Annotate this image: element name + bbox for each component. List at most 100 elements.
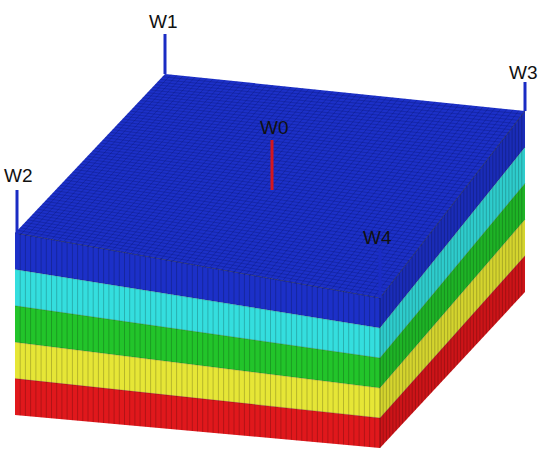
grid-line: [291, 282, 292, 440]
grid-line: [399, 273, 400, 427]
grid-line: [244, 274, 245, 436]
grid-line: [114, 251, 115, 424]
grid-line: [150, 257, 151, 427]
grid-line: [275, 279, 276, 438]
grid-line: [270, 279, 271, 439]
grid-line: [234, 272, 235, 435]
grid-line: [447, 211, 448, 376]
grid-line: [160, 79, 520, 117]
grid-line: [392, 281, 393, 434]
grid-line: [415, 252, 416, 410]
grid-line: [301, 284, 302, 441]
grid-line: [35, 237, 36, 417]
grid-line: [409, 261, 410, 417]
grid-line: [338, 291, 339, 445]
grid-line: [61, 241, 62, 419]
grid-line: [15, 342, 380, 388]
grid-line: [93, 151, 455, 202]
grid-line: [30, 236, 31, 417]
grid-line: [239, 273, 240, 435]
grid-line: [380, 256, 525, 418]
grid-line: [46, 239, 47, 418]
grid-line: [450, 207, 451, 372]
grid-line: [502, 140, 503, 316]
grid-line: [73, 172, 436, 226]
grid-line: [20, 234, 21, 416]
grid-line: [412, 256, 413, 413]
grid-line: [88, 156, 451, 207]
well-label: W2: [4, 166, 33, 185]
grid-line: [51, 240, 52, 419]
grid-line: [25, 235, 26, 416]
grid-line: [312, 286, 313, 442]
grid-line: [207, 267, 208, 432]
grid-line: [124, 253, 125, 425]
grid-line: [140, 255, 141, 426]
grid-line: [483, 165, 484, 337]
grid-line: [98, 248, 99, 423]
grid-line: [405, 265, 406, 421]
grid-line: [155, 258, 156, 428]
grid-line: [41, 238, 42, 418]
grid-line: [327, 289, 328, 444]
grid-line: [369, 296, 370, 447]
grid-line: [93, 247, 94, 422]
grid-line: [138, 103, 499, 145]
grid-line: [218, 269, 219, 433]
grid-line: [129, 253, 130, 425]
grid-line: [15, 379, 380, 418]
grid-line: [25, 222, 390, 285]
grid-line: [150, 90, 511, 130]
grid-line: [386, 290, 387, 441]
grid-line: [496, 148, 497, 323]
grid-line: [187, 264, 188, 431]
grid-line: [486, 161, 487, 334]
grid-line: [431, 232, 432, 393]
grid-line: [153, 87, 513, 126]
grid-line: [254, 276, 255, 437]
grid-line: [140, 101, 501, 143]
grid-line: [476, 173, 477, 344]
grid-line: [296, 283, 297, 440]
grid-line: [85, 159, 448, 211]
grid-line: [103, 249, 104, 423]
grid-line: [441, 219, 442, 382]
grid-line: [128, 114, 489, 158]
grid-line: [322, 288, 323, 443]
grid-line: [265, 278, 266, 438]
grid-line: [444, 215, 445, 379]
grid-line: [55, 191, 419, 249]
grid-line: [457, 198, 458, 364]
grid-line: [192, 265, 193, 431]
grid-line: [38, 209, 402, 270]
grid-line: [333, 290, 334, 444]
grid-line: [359, 294, 360, 446]
grid-line: [470, 182, 471, 351]
grid-line: [380, 220, 525, 388]
grid-line: [163, 77, 523, 114]
grid-line: [467, 186, 468, 355]
layer-face: [380, 220, 525, 418]
grid-line: [108, 250, 109, 424]
grid-line: [228, 271, 229, 434]
grid-line: [15, 306, 380, 358]
grid-line: [75, 169, 438, 223]
grid-line: [223, 270, 224, 434]
grid-line: [380, 147, 525, 328]
grid-line: [119, 252, 120, 425]
grid-line: [505, 136, 506, 313]
grid-line: [43, 204, 407, 264]
grid-line: [15, 269, 380, 328]
grid-line: [155, 85, 515, 124]
well-line: [164, 34, 167, 74]
grid-line: [115, 127, 477, 173]
grid-line: [425, 240, 426, 400]
grid-line: [348, 292, 349, 445]
grid-line: [249, 275, 250, 436]
grid-line: [72, 243, 73, 420]
well-line: [16, 190, 19, 234]
grid-line: [88, 246, 89, 422]
grid-line: [161, 259, 162, 428]
grid-line: [33, 214, 397, 276]
